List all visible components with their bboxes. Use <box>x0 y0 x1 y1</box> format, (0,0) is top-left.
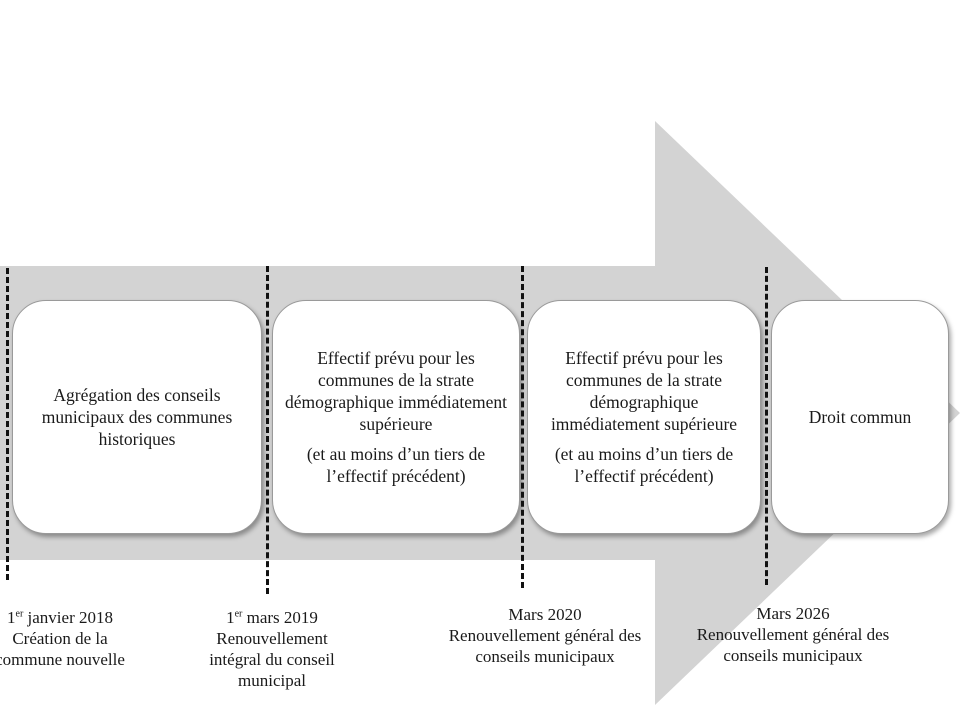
phase-note: (et au moins d’un tiers de l’effectif pr… <box>554 444 734 486</box>
milestone-label-2020: Mars 2020 Renouvellement général des con… <box>436 604 654 667</box>
milestone-date: Mars 2020 <box>508 605 582 624</box>
milestone-date: Mars 2026 <box>756 604 830 623</box>
milestone-desc: Renouvellement intégral du conseil munic… <box>209 629 335 690</box>
phase-text: Agrégation des conseils municipaux des c… <box>41 385 233 449</box>
milestone-date: 1er mars 2019 <box>226 608 318 627</box>
phase-box-aggregation: Agrégation des conseils municipaux des c… <box>12 300 262 534</box>
milestone-desc: Création de la commune nouvelle <box>0 629 125 669</box>
milestone-desc: Renouvellement général des conseils muni… <box>448 626 642 666</box>
phase-note: (et au moins d’un tiers de l’effectif pr… <box>306 444 486 486</box>
milestone-line-2020 <box>521 266 524 588</box>
milestone-date: 1er janvier 2018 <box>7 608 113 627</box>
phase-box-strate-2019: Effectif prévu pour les communes de la s… <box>272 300 520 534</box>
milestone-label-2026: Mars 2026 Renouvellement général des con… <box>684 603 902 666</box>
phase-text: Effectif prévu pour les communes de la s… <box>284 348 508 434</box>
phase-text: Droit commun <box>808 407 912 427</box>
phase-text: Effectif prévu pour les communes de la s… <box>550 348 738 434</box>
milestone-label-2018: 1er janvier 2018 Création de la commune … <box>0 607 128 670</box>
milestone-label-2019: 1er mars 2019 Renouvellement intégral du… <box>190 607 354 691</box>
milestone-line-2019 <box>266 266 269 594</box>
phase-box-droit-commun: Droit commun <box>771 300 949 534</box>
milestone-desc: Renouvellement général des conseils muni… <box>696 625 890 665</box>
milestone-line-2018 <box>6 268 9 580</box>
milestone-line-2026 <box>765 267 768 585</box>
phase-box-strate-2020: Effectif prévu pour les communes de la s… <box>527 300 761 534</box>
